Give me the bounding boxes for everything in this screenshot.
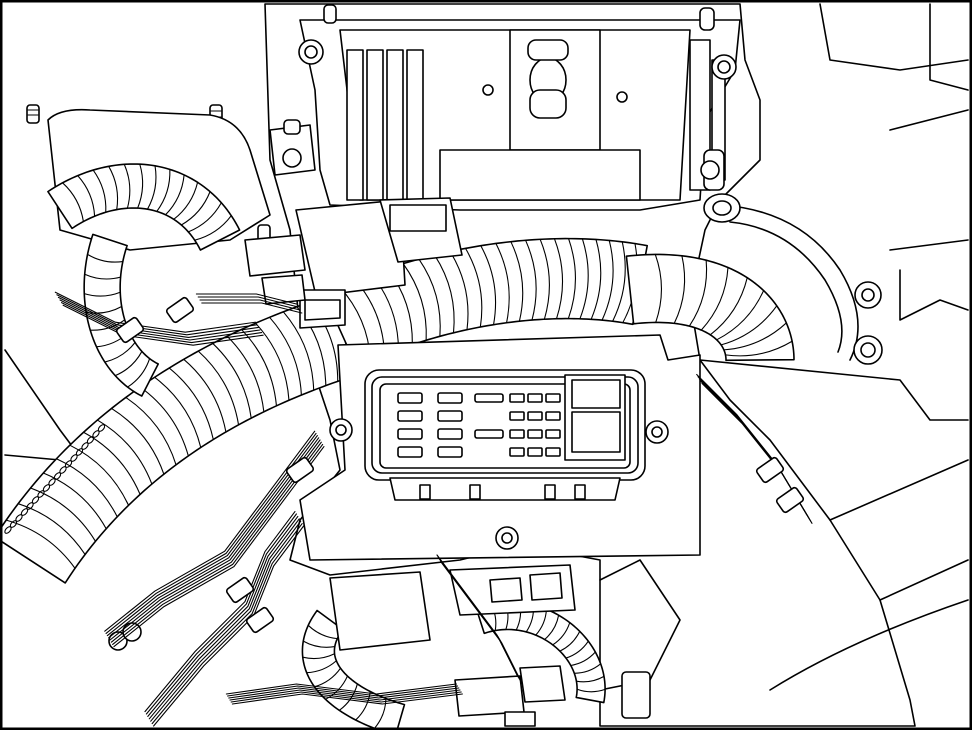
harness-right-bend: [625, 253, 795, 362]
fuse-slots: [397, 392, 561, 458]
mounting-studs: [269, 4, 737, 191]
wire-bundles: [4, 291, 813, 727]
ecu-mounting-bracket: [299, 19, 741, 211]
grommet-and-tube: [703, 193, 859, 361]
relay-connector: [244, 197, 463, 329]
fuse-box: [299, 334, 701, 561]
lower-connectors: [329, 564, 651, 727]
harness-upper-left: [47, 163, 241, 251]
